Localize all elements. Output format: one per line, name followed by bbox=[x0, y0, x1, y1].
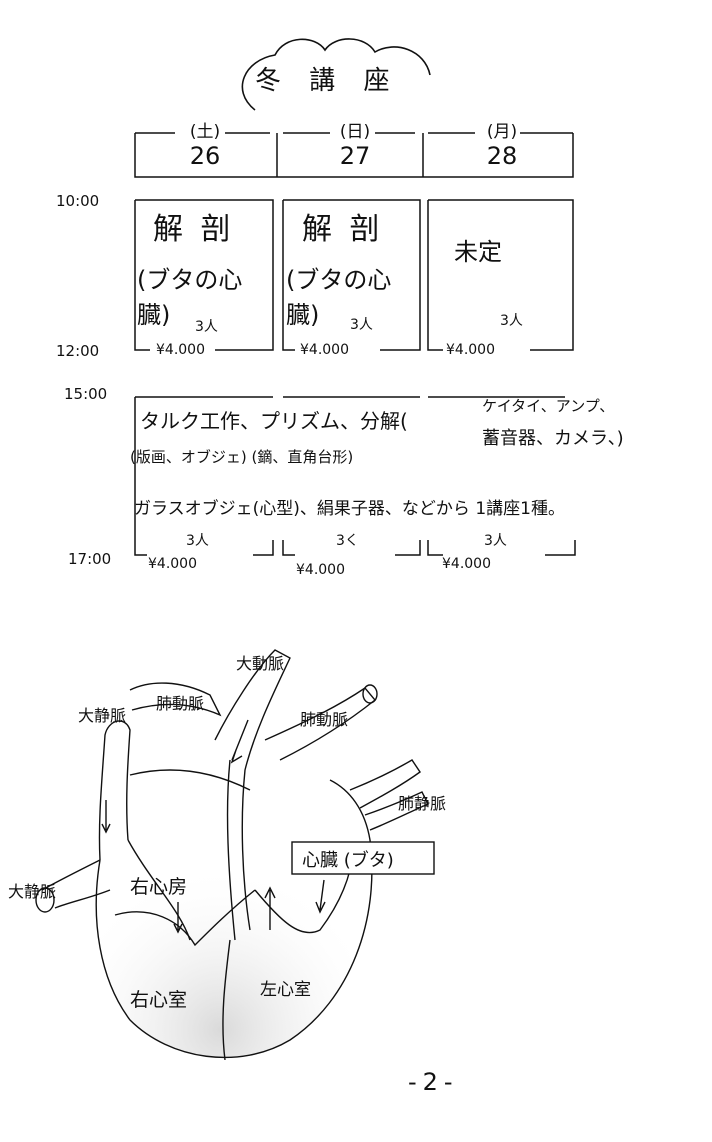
price: ¥4.000 bbox=[156, 342, 205, 358]
morning-slot-2: 解 剖 (ブタの心臓) 3人 bbox=[284, 198, 422, 343]
price: ¥4.000 bbox=[442, 556, 491, 572]
price: ¥4.000 bbox=[296, 562, 345, 578]
afternoon-line-1: タルク工作、プリズム、分解( bbox=[140, 409, 408, 433]
afternoon-paren-bottom: 蓄音器、カメラ、) bbox=[482, 428, 624, 449]
slot-subtitle: (ブタの心臓) bbox=[286, 266, 392, 329]
time-label: 12:00 bbox=[56, 342, 100, 360]
day-col-1: (土) 26 bbox=[135, 122, 275, 170]
page-title: 冬 講 座 bbox=[255, 66, 400, 96]
price: ¥4.000 bbox=[148, 556, 197, 572]
price: ¥4.000 bbox=[300, 342, 349, 358]
day-date: 26 bbox=[189, 142, 221, 170]
afternoon-grid bbox=[134, 396, 576, 556]
label-vena-cava-left: 大静脈 bbox=[8, 882, 57, 901]
title-cloud bbox=[241, 38, 431, 111]
label-right-ventricle: 右心室 bbox=[130, 989, 188, 1011]
heart-diagram bbox=[35, 649, 435, 1060]
label-pulmonary-artery-left: 肺動脈 bbox=[156, 694, 205, 713]
time-label: 10:00 bbox=[56, 192, 100, 210]
price: ¥4.000 bbox=[446, 342, 495, 358]
slot-title: 解 剖 bbox=[302, 212, 384, 247]
slot-title: 解 剖 bbox=[153, 212, 235, 247]
day-of-week: (土) bbox=[189, 122, 221, 142]
label-vena-cava-top: 大静脈 bbox=[78, 706, 127, 725]
afternoon-paren-top: ケイタイ、アンプ、 bbox=[482, 397, 615, 415]
slot-count: 3く bbox=[336, 533, 359, 549]
morning-slot-1: 解 剖 (ブタの心臓) 3人 bbox=[135, 198, 273, 343]
day-of-week: (日) bbox=[339, 122, 371, 142]
label-left-ventricle: 左心室 bbox=[260, 980, 311, 1000]
day-header-grid bbox=[134, 132, 574, 178]
slot-count: 3人 bbox=[195, 319, 218, 335]
day-of-week: (月) bbox=[486, 122, 518, 142]
slot-count: 3人 bbox=[350, 317, 373, 333]
morning-slot-3: 未定 3人 bbox=[430, 198, 568, 343]
slot-count: 3人 bbox=[500, 313, 523, 329]
diagram-caption: 心臓 (ブタ) bbox=[302, 850, 394, 871]
label-pulmonary-vein: 肺静脈 bbox=[398, 794, 447, 813]
slot-count: 3人 bbox=[484, 533, 507, 549]
morning-grid bbox=[134, 199, 574, 351]
time-label: 15:00 bbox=[64, 385, 108, 403]
day-col-3: (月) 28 bbox=[432, 122, 572, 170]
label-pulmonary-artery-right: 肺動脈 bbox=[300, 710, 349, 729]
slot-subtitle: (ブタの心臓) bbox=[137, 266, 243, 329]
caption-box bbox=[291, 841, 435, 875]
day-date: 27 bbox=[339, 142, 371, 170]
label-right-atrium: 右心房 bbox=[130, 876, 188, 898]
afternoon-line-2: (版画、オブジェ) (鏑、直角台形) bbox=[130, 448, 354, 466]
day-date: 28 bbox=[486, 142, 518, 170]
slot-title: 未定 bbox=[454, 238, 502, 266]
slot-count: 3人 bbox=[186, 533, 209, 549]
afternoon-line-3: ガラスオブジェ(心型)、絹果子器、などから 1講座1種。 bbox=[134, 499, 565, 519]
day-col-2: (日) 27 bbox=[285, 122, 425, 170]
page-number: -2- bbox=[408, 1068, 459, 1096]
label-aorta: 大動脈 bbox=[236, 654, 285, 673]
time-label: 17:00 bbox=[68, 550, 112, 568]
